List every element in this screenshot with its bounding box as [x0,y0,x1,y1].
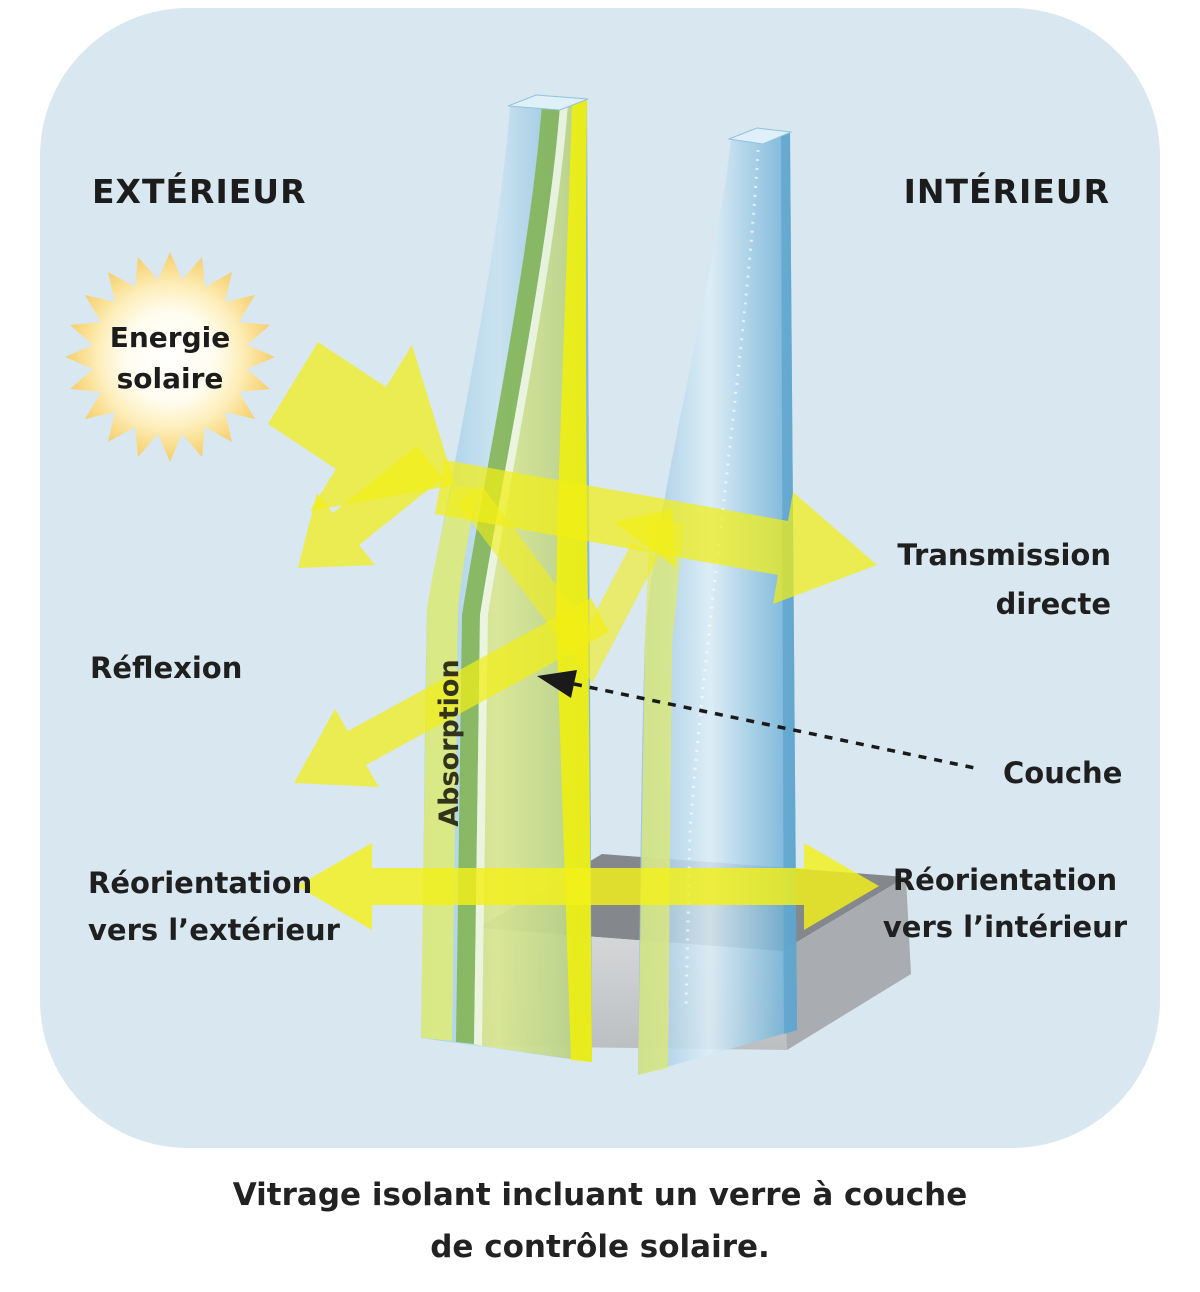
reorientation-interior-label-line2: vers l’intérieur [883,910,1128,944]
exterior-zone-label: EXTÉRIEUR [92,171,306,211]
reorientation-exterior-label-line1: Réorientation [88,866,312,900]
reorientation-double-arrow [297,843,879,930]
sun-icon: Energie solaire [65,252,275,462]
coating-label: Couche [1003,756,1122,790]
coating-layer [456,104,560,1044]
caption-line2: de contrôle solaire. [430,1229,770,1265]
interior-pane-energy-band [638,518,684,1075]
caption-line1: Vitrage isolant incluant un verre à couc… [233,1177,968,1213]
absorption-label: Absorption [434,659,465,826]
internal-bounce-band [458,486,659,684]
interior-zone-label: INTÉRIEUR [904,171,1110,211]
glass-pane-interior [638,127,797,1075]
reflection-label: Réflexion [90,651,242,685]
reflection-arrow-coating [294,598,609,787]
transmission-label-line1: Transmission [897,538,1111,572]
interior-pane-top-face [727,127,793,145]
transmission-label-line2: directe [996,587,1111,621]
coating-pointer-arrow [537,670,976,770]
exterior-pane-top-face [507,94,589,111]
sun-label-line1: Energie [110,321,231,354]
reorientation-exterior-label-line2: vers l’extérieur [88,913,341,947]
sun-label-line2: solaire [117,362,224,395]
internal-bounce-arrowhead [614,509,676,568]
energy-arrows [268,342,879,930]
diagram-panel-background [40,8,1160,1148]
reorientation-interior-label-line1: Réorientation [893,863,1117,897]
reflection-arrow-outer [298,446,443,568]
